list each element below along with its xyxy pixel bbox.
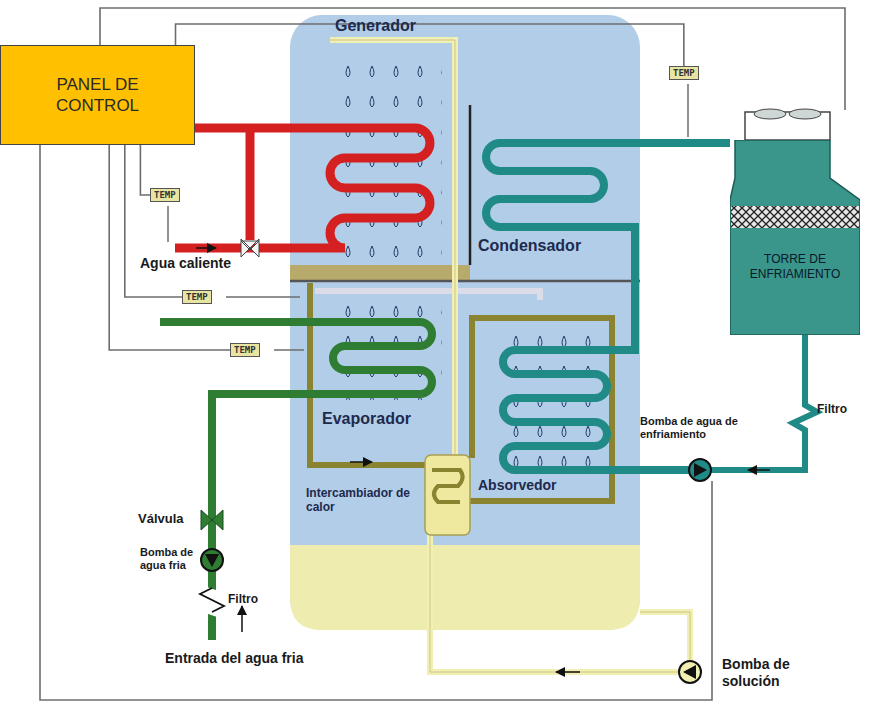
tower-outline (730, 140, 860, 335)
node-text: TORRE DE ENFRIAMIENTO (738, 252, 852, 282)
filter-symbol (200, 588, 224, 612)
temp-sensor: TEMP (150, 188, 180, 202)
node-text: TEMP (186, 292, 208, 302)
sensor-leader (687, 84, 689, 137)
flow-arrow (748, 469, 770, 471)
signal-wire (176, 24, 684, 66)
sensor-leader (274, 349, 304, 351)
part-name: Filtro (817, 402, 847, 416)
node-text: TEMP (154, 190, 176, 200)
pump-symbol (683, 665, 696, 679)
pump-symbol (694, 463, 707, 477)
pipe-edge (330, 40, 690, 672)
cooling-tower: TORRE DE ENFRIAMIENTO (730, 140, 860, 335)
tower-fill-media (731, 206, 859, 228)
valve-symbol (201, 510, 223, 530)
spray-bar (315, 291, 540, 300)
heat-exchanger (425, 455, 470, 535)
sensor-leader (226, 296, 300, 298)
hot-water-coil (175, 128, 430, 248)
chilled-water-pump (201, 549, 223, 571)
heat-exchanger-coil (432, 470, 463, 502)
node-text: TEMP (234, 345, 256, 355)
chilled-water-coil (160, 322, 432, 640)
filter-gap (200, 590, 224, 614)
divider (469, 105, 472, 265)
sensor-leader (168, 84, 688, 350)
divider (290, 280, 640, 283)
solution-sump (290, 545, 640, 630)
temp-sensor: TEMP (230, 343, 260, 357)
pump-symbol (205, 554, 219, 567)
control-panel: PANEL DE CONTROL (0, 45, 195, 145)
part-name: Bomba de solución (722, 656, 802, 690)
node-text: TEMP (673, 68, 695, 78)
tower-body (730, 140, 860, 335)
flow-arrow (241, 606, 243, 632)
cooling-water-pipe (711, 335, 817, 470)
part-name: Bomba de agua fria (140, 546, 198, 572)
part-name: Generador (335, 16, 416, 35)
sensor-leader (167, 206, 169, 242)
temp-sensor: TEMP (182, 290, 212, 304)
signal-wire (140, 145, 150, 195)
fan-blade (754, 109, 786, 119)
part-name: Absorvedor (478, 477, 557, 494)
flow-name: Entrada del agua fria (165, 650, 303, 667)
solution-pump (679, 661, 701, 683)
solution-pipe (640, 612, 690, 661)
temp-sensor: TEMP (669, 66, 699, 80)
flow-arrow (556, 671, 580, 673)
signal-wire (109, 145, 230, 350)
flow-arrow (196, 247, 216, 249)
generator-tray (290, 265, 470, 280)
part-name: Condensador (478, 236, 581, 255)
part-name: Intercambiador de calor (306, 486, 422, 515)
cooling-water-pump (689, 459, 711, 481)
part-name: Válvula (138, 511, 184, 527)
hot-water-bypass (246, 128, 255, 240)
signal-wire (125, 145, 182, 297)
flow-name: Agua caliente (140, 255, 231, 272)
fan-blade (789, 109, 821, 119)
node-text: PANEL DE CONTROL (54, 74, 142, 117)
part-name: Evaporador (322, 409, 411, 428)
flow-arrow (350, 461, 372, 463)
three-way-valve (241, 239, 259, 257)
part-name: Filtro (228, 592, 258, 606)
solution-pipe (430, 535, 690, 672)
part-name: Bomba de agua de enfriamiento (640, 415, 752, 441)
